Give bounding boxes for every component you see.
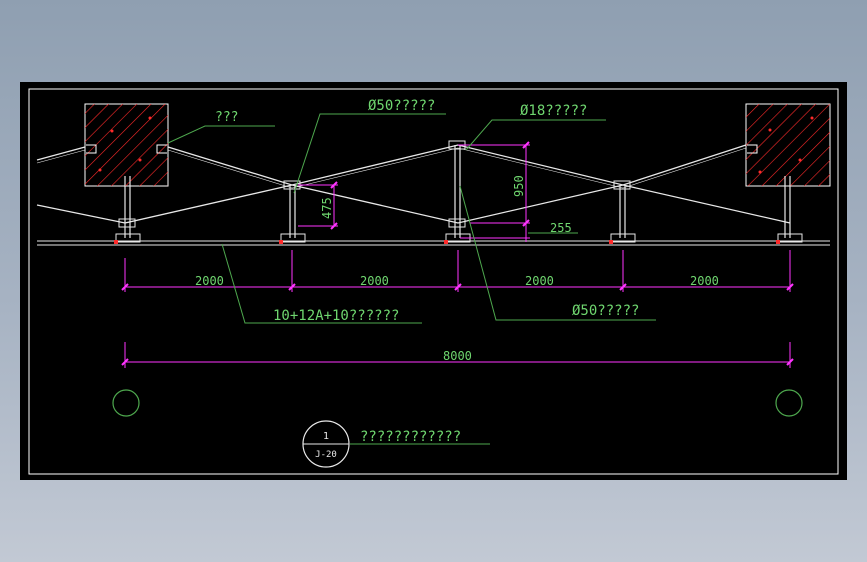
- anchor-markers: [114, 240, 780, 244]
- dimension-strut-height: 475: [320, 197, 334, 219]
- label-tie-rod-bottom: Ø50?????: [572, 303, 639, 319]
- leader-lines: [167, 113, 656, 445]
- dimension-span-2: 2000: [360, 274, 389, 288]
- drawing-title: ????????????: [360, 429, 461, 445]
- grid-axis-bubble-left: [112, 389, 140, 417]
- glass-panel: [37, 240, 830, 246]
- detail-sheet: J-20: [315, 450, 337, 460]
- concrete-column-left: [84, 103, 169, 187]
- dimension-truss-height: 950: [512, 175, 526, 197]
- grid-axis-bubble-right: [775, 389, 803, 417]
- struts: [124, 145, 791, 238]
- label-glass-spec: 10+12A+10??????: [273, 308, 399, 324]
- dimension-span-4: 2000: [690, 274, 719, 288]
- label-cable-top-right: Ø18?????: [520, 103, 587, 119]
- title-frame: [28, 88, 839, 475]
- dimension-span-1: 2000: [195, 274, 224, 288]
- label-tie-rod-top: Ø50?????: [368, 98, 435, 114]
- dimension-offset: 255: [550, 221, 572, 235]
- label-top-left: ???: [215, 110, 238, 125]
- dimension-total: 8000: [443, 349, 472, 363]
- detail-number: 1: [323, 431, 329, 442]
- dimension-span-3: 2000: [525, 274, 554, 288]
- concrete-column-right: [745, 103, 831, 187]
- detail-marker: 1 J-20: [302, 420, 350, 468]
- dimension-ticks: [121, 141, 794, 366]
